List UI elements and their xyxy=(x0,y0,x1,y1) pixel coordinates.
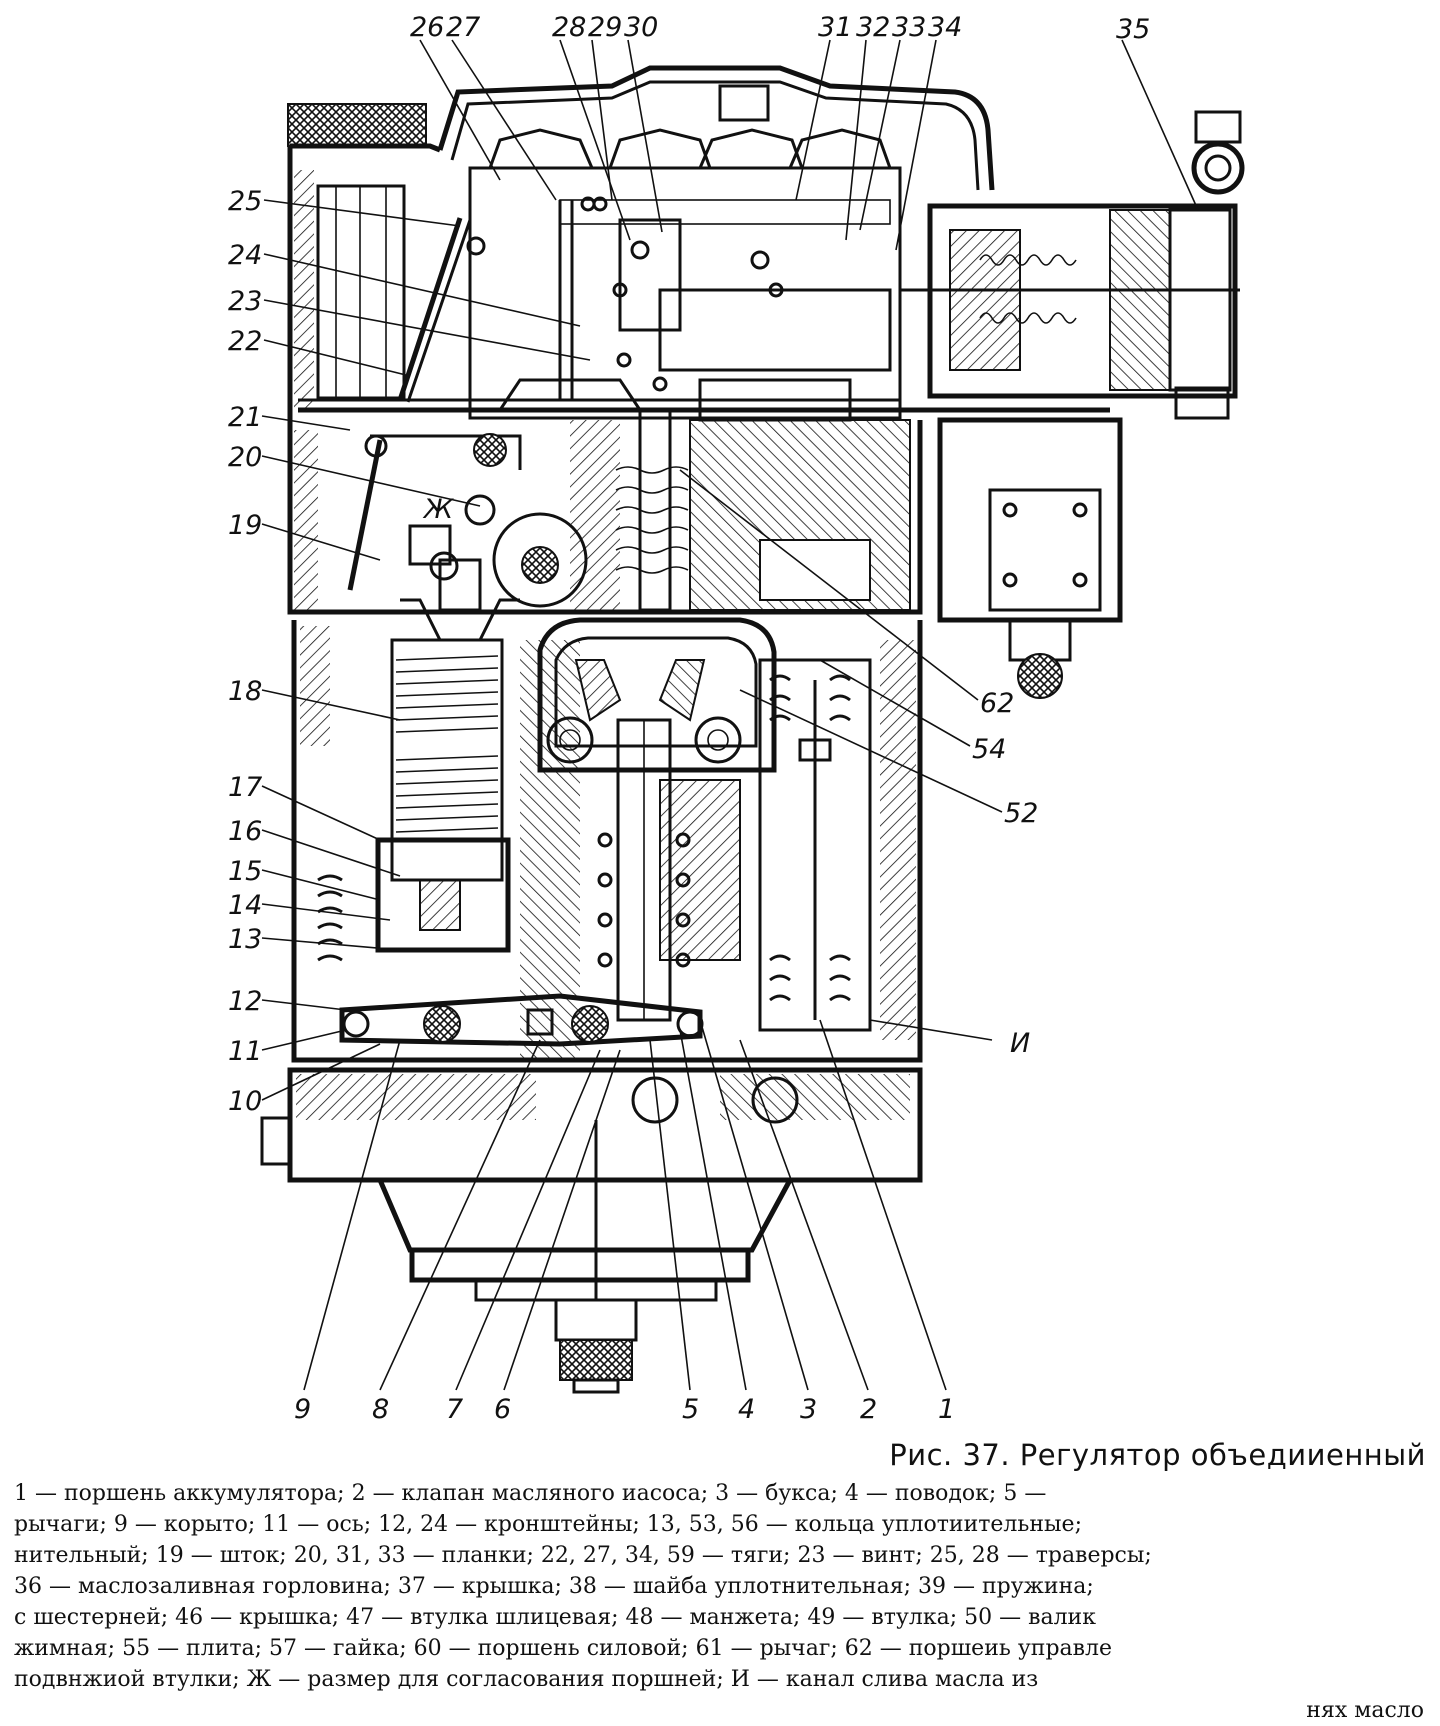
lower-housing xyxy=(291,558,923,1063)
callout-11: 11 xyxy=(228,1036,262,1067)
legend-line: 36 — маслозаливная горловина; 37 — крышк… xyxy=(14,1574,1094,1599)
right-side-units xyxy=(900,110,1245,699)
callout-34: 34 xyxy=(928,12,962,43)
callout-23: 23 xyxy=(228,286,262,317)
callout-62: 62 xyxy=(980,688,1014,719)
callout-zh: Ж xyxy=(422,494,454,525)
regulator-cross-section-drawing: 26 27 28 29 30 31 32 33 34 35 25 24 23 2… xyxy=(228,12,1245,1425)
legend-line: нительный; 19 — шток; 20, 31, 33 — планк… xyxy=(14,1543,1152,1568)
callout-17: 17 xyxy=(228,772,262,803)
callout-33: 33 xyxy=(892,12,926,43)
callout-12: 12 xyxy=(228,986,262,1017)
callout-21: 21 xyxy=(228,402,262,433)
callout-16: 16 xyxy=(228,816,262,847)
base xyxy=(260,1067,923,1394)
callout-52: 52 xyxy=(1004,798,1038,829)
callout-31: 31 xyxy=(818,12,852,43)
figure-legend: 1 — поршень аккумулятора; 2 — клапан мас… xyxy=(14,1478,1424,1726)
callout-8: 8 xyxy=(372,1394,389,1425)
figure-caption-title: Рис. 37. Регулятор объедииенный xyxy=(889,1438,1426,1472)
leader-lines xyxy=(261,39,1199,1391)
callout-29: 29 xyxy=(588,12,622,43)
callout-4: 4 xyxy=(738,1394,755,1425)
callout-25: 25 xyxy=(228,186,262,217)
callout-5: 5 xyxy=(682,1394,699,1425)
callout-7: 7 xyxy=(446,1394,463,1425)
callout-30: 30 xyxy=(624,12,658,43)
callout-22: 22 xyxy=(228,326,262,357)
callout-15: 15 xyxy=(228,856,262,887)
callout-numbers: 26 27 28 29 30 31 32 33 34 35 25 24 23 2… xyxy=(228,12,1150,1425)
callout-9: 9 xyxy=(294,1394,311,1425)
legend-line: рычаги; 9 — корыто; 11 — ось; 12, 24 — к… xyxy=(14,1512,1082,1537)
callout-2: 2 xyxy=(860,1394,877,1425)
legend-line: подвнжиой втулки; Ж — размер для согласо… xyxy=(14,1667,1039,1692)
callout-19: 19 xyxy=(228,510,262,541)
callout-18: 18 xyxy=(228,676,262,707)
callout-10: 10 xyxy=(228,1086,262,1117)
callout-13: 13 xyxy=(228,924,262,955)
callout-1: 1 xyxy=(938,1394,955,1425)
callout-28: 28 xyxy=(552,12,586,43)
legend-line: 1 — поршень аккумулятора; 2 — клапан мас… xyxy=(14,1481,1047,1506)
legend-line: жимная; 55 — плита; 57 — гайка; 60 — пор… xyxy=(14,1636,1113,1661)
callout-14: 14 xyxy=(228,890,262,921)
callout-54: 54 xyxy=(972,734,1006,765)
callout-i: И xyxy=(1010,1028,1030,1059)
callout-27: 27 xyxy=(446,12,480,43)
callout-26: 26 xyxy=(410,12,444,43)
callout-32: 32 xyxy=(856,12,890,43)
callout-20: 20 xyxy=(228,442,262,473)
legend-line: с шестерней; 46 — крышка; 47 — втулка шл… xyxy=(14,1605,1096,1630)
upper-housing xyxy=(287,65,1110,615)
legend-line: нях масло xyxy=(1306,1698,1424,1723)
callout-6: 6 xyxy=(494,1394,511,1425)
callout-35: 35 xyxy=(1116,14,1150,45)
callout-24: 24 xyxy=(228,240,262,271)
callout-3: 3 xyxy=(800,1394,817,1425)
